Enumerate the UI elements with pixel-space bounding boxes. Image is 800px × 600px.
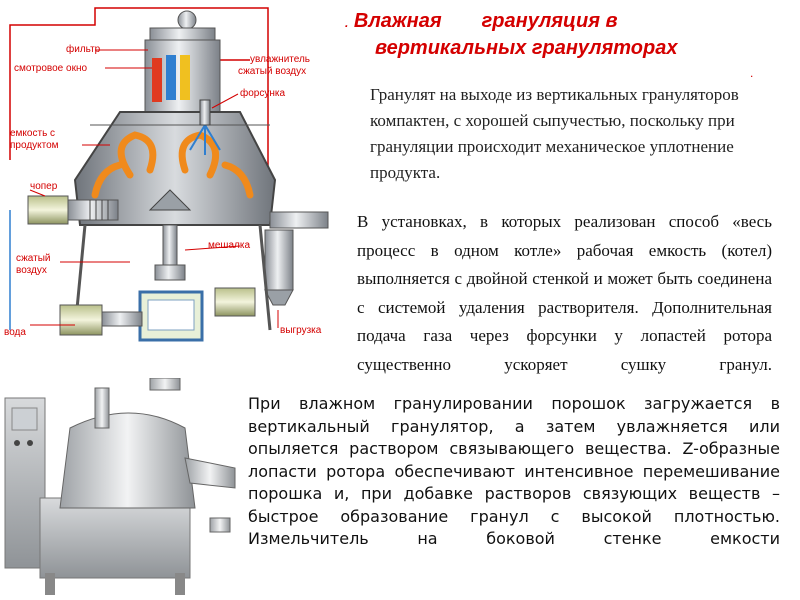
paragraph-one-pot-process: В установках, в которых реализован спосо… — [357, 212, 772, 374]
paragraph-wet-granulation: При влажном гранулировании порошок загру… — [248, 394, 780, 548]
label-water: вода — [4, 327, 26, 338]
label-container-1: емкость с — [10, 128, 56, 139]
label-air-bottom-1: сжатый — [16, 253, 51, 264]
outlet-pipe — [269, 211, 329, 229]
label-chopper: чопер — [30, 181, 58, 192]
label-container-2: продуктом — [10, 140, 59, 151]
title-dot-2: . — [750, 66, 754, 80]
label-mixer: мешалка — [208, 240, 251, 251]
chopper-motor — [27, 195, 69, 225]
paragraph-compact-granulate: Гранулят на выходе из вертикальных грану… — [370, 85, 739, 182]
title-word-2: грануляция в — [481, 10, 618, 32]
label-air-bottom-2: воздух — [16, 265, 47, 276]
gauge-icon — [177, 10, 197, 30]
label-air-top: сжатый воздух — [238, 66, 307, 77]
machine-base — [39, 497, 191, 579]
granulator-diagram — [9, 7, 329, 342]
title-line-2: вертикальных грануляторах — [375, 37, 678, 59]
title-word-1: Влажная — [353, 10, 442, 32]
label-unload: выгрузка — [280, 325, 322, 336]
title-dot: . — [345, 16, 349, 30]
spray-lines — [189, 124, 221, 155]
label-humidifier: увлажнитель — [250, 54, 311, 65]
machine-bowl — [59, 412, 196, 509]
nozzle — [199, 99, 211, 126]
granulator-photo — [0, 378, 250, 600]
title-line-1: . Влажная грануляция в — [345, 10, 618, 33]
mixer-motor — [59, 304, 103, 336]
label-window: смотровое окно — [14, 63, 88, 74]
outlet-motor — [214, 287, 256, 317]
label-filter: фильтр — [66, 44, 101, 55]
label-nozzle: форсунка — [240, 88, 286, 99]
